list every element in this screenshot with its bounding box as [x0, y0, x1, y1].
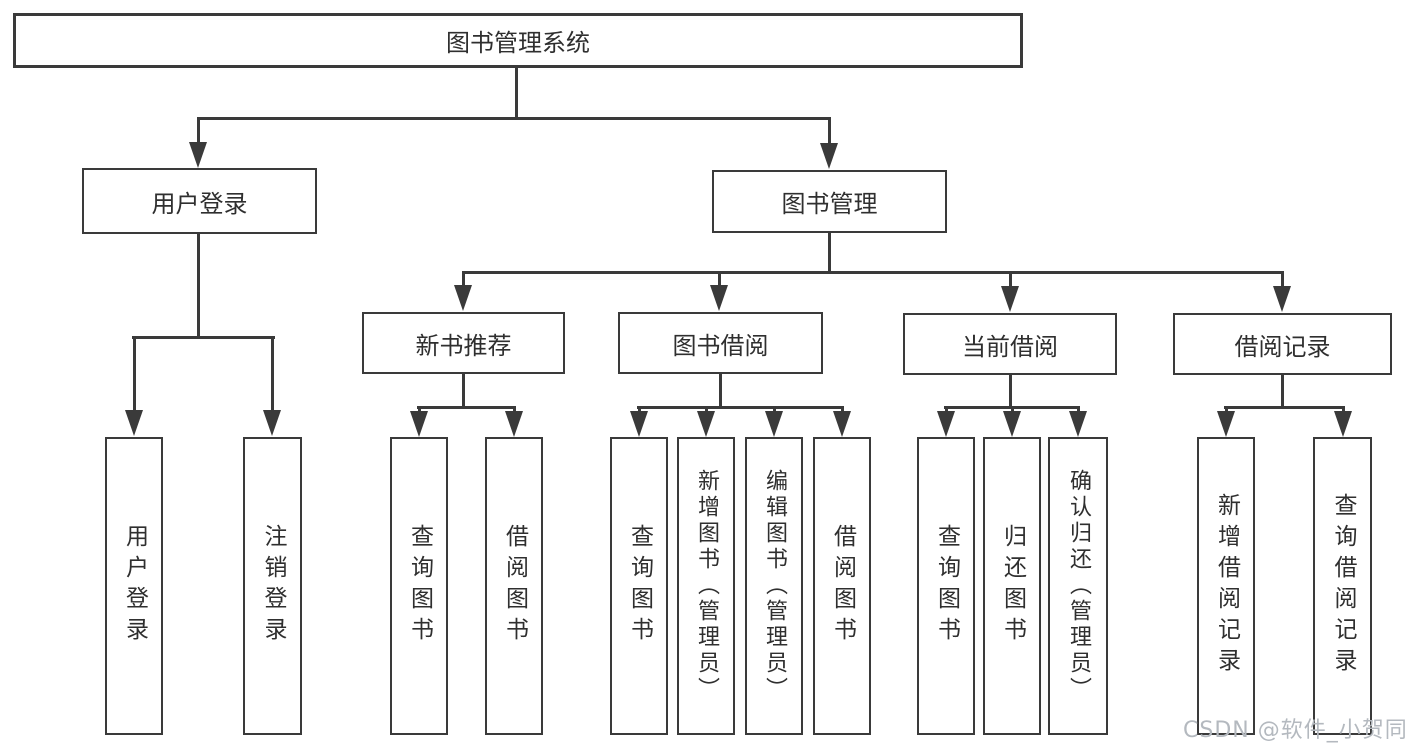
leaf-label: 注销登录: [260, 524, 286, 648]
node-new-book-recommend: 新书推荐: [362, 312, 565, 374]
arrow-down-icon: [697, 411, 715, 437]
connector-line: [197, 234, 200, 337]
connector-line: [132, 336, 275, 339]
node-label: 当前借阅: [962, 332, 1058, 361]
leaf-query-books-3: 查询图书: [917, 437, 975, 735]
leaf-confirm-return-admin: 确认归还（管理员）: [1048, 437, 1108, 735]
node-label: 图书管理: [781, 190, 878, 218]
arrow-down-icon: [263, 410, 281, 436]
connector-line: [1009, 271, 1012, 287]
arrow-down-icon: [410, 411, 428, 437]
arrow-down-icon: [820, 143, 838, 169]
leaf-query-books-1: 查询图书: [390, 437, 448, 735]
arrow-down-icon: [833, 411, 851, 437]
leaf-label: 查询借阅记录: [1330, 493, 1356, 679]
arrow-down-icon: [630, 411, 648, 437]
arrow-down-icon: [1003, 411, 1021, 437]
arrow-down-icon: [125, 410, 143, 436]
leaf-borrow-books-1: 借阅图书: [485, 437, 543, 735]
connector-line: [1077, 406, 1080, 412]
leaf-user-login: 用户登录: [105, 437, 163, 735]
arrow-down-icon: [505, 411, 523, 437]
arrow-down-icon: [1069, 411, 1087, 437]
connector-line: [1342, 406, 1345, 412]
leaf-logout-login: 注销登录: [243, 437, 302, 735]
connector-line: [828, 233, 831, 272]
node-label: 用户登录: [151, 189, 248, 218]
connector-line: [638, 406, 641, 412]
connector-line: [1009, 373, 1012, 408]
connector-line: [197, 117, 831, 120]
leaf-add-books-admin: 新增图书（管理员）: [677, 437, 735, 735]
arrow-down-icon: [710, 285, 728, 311]
node-current-borrowing: 当前借阅: [903, 313, 1117, 375]
leaf-label: 查询图书: [933, 524, 960, 648]
leaf-label: 借阅图书: [829, 524, 856, 648]
leaf-label: 查询图书: [406, 524, 433, 648]
node-label: 新书推荐: [415, 331, 512, 360]
connector-line: [1011, 406, 1014, 412]
arrow-down-icon: [454, 285, 472, 311]
connector-line: [718, 271, 721, 287]
connector-line: [1281, 271, 1284, 287]
leaf-edit-books-admin: 编辑图书（管理员）: [745, 437, 803, 735]
leaf-add-borrow-record: 新增借阅记录: [1197, 437, 1255, 735]
watermark: CSDN @软件_小贺同学: [1183, 718, 1405, 743]
node-label: 图书管理系统: [446, 29, 590, 57]
connector-line: [462, 271, 1284, 274]
node-library-system: 图书管理系统: [13, 13, 1023, 68]
leaf-return-books: 归还图书: [983, 437, 1041, 735]
leaf-label: 编辑图书（管理员）: [762, 469, 787, 703]
leaf-label: 借阅图书: [501, 524, 528, 648]
connector-line: [828, 117, 831, 144]
node-book-management: 图书管理: [712, 170, 947, 233]
node-user-login: 用户登录: [82, 168, 317, 234]
leaf-label: 用户登录: [121, 524, 148, 648]
arrow-down-icon: [1334, 411, 1352, 437]
node-label: 借阅记录: [1234, 332, 1331, 361]
leaf-query-borrow-record: 查询借阅记录: [1313, 437, 1372, 735]
connector-line: [841, 406, 844, 412]
connector-line: [1281, 373, 1284, 408]
connector-line: [773, 406, 776, 412]
connector-line: [945, 406, 948, 412]
node-borrowing-records: 借阅记录: [1173, 313, 1392, 375]
leaf-label: 新增图书（管理员）: [694, 469, 719, 703]
connector-line: [1224, 406, 1345, 409]
connector-line: [271, 336, 274, 412]
leaf-label: 归还图书: [999, 524, 1026, 648]
connector-line: [719, 372, 722, 408]
arrow-down-icon: [1217, 411, 1235, 437]
connector-line: [513, 406, 516, 412]
arrow-down-icon: [937, 411, 955, 437]
arrow-down-icon: [1001, 286, 1019, 312]
leaf-label: 查询图书: [626, 524, 653, 648]
connector-line: [197, 117, 200, 144]
connector-line: [462, 372, 465, 408]
arrow-down-icon: [189, 142, 207, 168]
leaf-borrow-books-2: 借阅图书: [813, 437, 871, 735]
connector-line: [705, 406, 708, 412]
leaf-label: 新增借阅记录: [1213, 493, 1240, 679]
connector-line: [1225, 406, 1228, 412]
leaf-query-books-2: 查询图书: [610, 437, 668, 735]
node-label: 图书借阅: [672, 331, 769, 360]
connector-line: [515, 68, 518, 118]
connector-line: [133, 336, 136, 412]
connector-line: [418, 406, 421, 412]
connector-line: [417, 406, 516, 409]
node-book-borrowing: 图书借阅: [618, 312, 823, 374]
arrow-down-icon: [765, 411, 783, 437]
connector-line: [637, 406, 844, 409]
arrow-down-icon: [1273, 286, 1291, 312]
connector-line: [462, 271, 465, 287]
leaf-label: 确认归还（管理员）: [1066, 469, 1091, 703]
